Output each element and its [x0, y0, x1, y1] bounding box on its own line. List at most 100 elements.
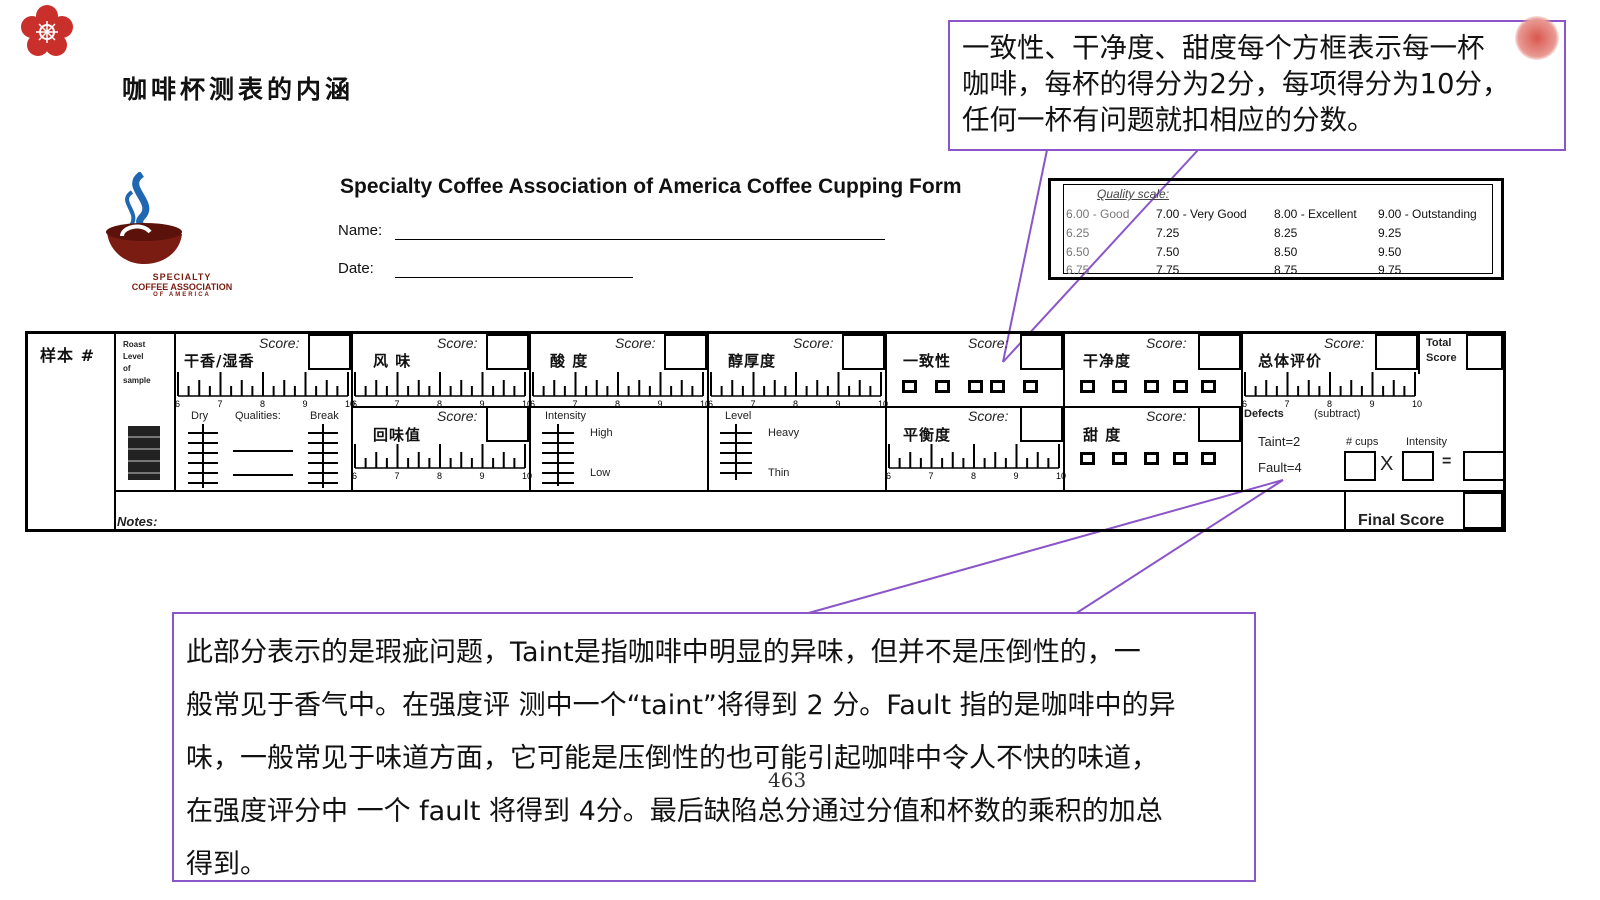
sample-number-label: 样本 #: [40, 346, 95, 365]
sweetness-cup-checkbox[interactable]: [1173, 452, 1188, 465]
sweetness-cup-checkbox[interactable]: [1112, 452, 1127, 465]
scale-tick-label: 6: [708, 399, 713, 409]
total-score-box[interactable]: [1466, 334, 1503, 370]
overall-score-box[interactable]: [1375, 334, 1418, 370]
clean-cup-score-box[interactable]: [1198, 334, 1241, 370]
attr-body-label: 醇厚度: [728, 352, 777, 370]
scale-tick-label: 10: [522, 399, 532, 409]
scale-tick-label: 8: [260, 399, 265, 409]
roast-label-line: of: [123, 364, 131, 373]
quality-value: 8.75: [1274, 263, 1298, 277]
acidity-intensity-label: Intensity: [545, 410, 586, 422]
quality-value: 6.25: [1066, 226, 1090, 240]
logo-line: OF AMERICA: [153, 292, 211, 298]
callout-line: 得到。: [186, 849, 267, 880]
scale-tick-label: 6: [530, 399, 535, 409]
red-dot-decoration: [1515, 16, 1559, 60]
quality-value: 9.50: [1378, 245, 1402, 259]
fragrance-score-box[interactable]: [308, 334, 351, 370]
scale-tick-label: 9: [658, 399, 663, 409]
scale-tick-label: 9: [1014, 471, 1019, 481]
quality-value: 8.00 - Excellent: [1274, 207, 1357, 221]
page-number: 463: [768, 768, 807, 792]
clean-cup-checkbox[interactable]: [1144, 380, 1159, 393]
acidity-score-box[interactable]: [664, 334, 707, 370]
scale-tick-label: 7: [1285, 399, 1290, 409]
score-label: Score:: [793, 335, 834, 351]
score-label: Score:: [259, 335, 300, 351]
quality-value: 9.25: [1378, 226, 1402, 240]
break-label: Break: [310, 410, 339, 422]
sweetness-cup-checkbox[interactable]: [1080, 452, 1095, 465]
uniformity-cup-checkbox[interactable]: [935, 380, 950, 393]
sweetness-cup-checkbox[interactable]: [1144, 452, 1159, 465]
clean-cup-checkbox[interactable]: [1201, 380, 1216, 393]
attr-sweetness-label: 甜 度: [1083, 426, 1122, 444]
scale-tick-label: 7: [751, 399, 756, 409]
attr-uniformity-label: 一致性: [903, 352, 952, 370]
scale-tick-label: 8: [971, 471, 976, 481]
score-label: Score:: [1324, 335, 1365, 351]
attr-flavor-label: 风 味: [373, 352, 412, 370]
dry-intensity-scale: [188, 424, 218, 488]
uniformity-cup-checkbox[interactable]: [1023, 380, 1038, 393]
flavor-score-box[interactable]: [486, 334, 529, 370]
times-sign: X: [1380, 453, 1394, 475]
scaa-logo-text: SPECIALTY COFFEE ASSOCIATION OF AMERICA: [112, 272, 252, 298]
slide-title: 咖啡杯测表的内涵: [122, 75, 355, 104]
defect-intensity-box[interactable]: [1402, 451, 1434, 481]
scale-tick-label: 6: [175, 399, 180, 409]
name-field[interactable]: [395, 239, 885, 240]
score-label: Score:: [1146, 408, 1187, 424]
callout-line: 味，一般常见于味道方面，它可能是压倒性的也可能引起咖啡中令人不快的味道，: [186, 743, 1158, 774]
scale-tick-label: 9: [480, 399, 485, 409]
quality-value: 9.75: [1378, 263, 1402, 277]
scale-tick-label: 10: [700, 399, 710, 409]
sweetness-cup-checkbox[interactable]: [1201, 452, 1216, 465]
qualities-label: Qualities:: [235, 410, 281, 422]
taint-label: Taint=2: [1258, 434, 1301, 449]
clean-cup-checkbox[interactable]: [1112, 380, 1127, 393]
scale-tick-label: 6: [1242, 399, 1247, 409]
intensity-label: Intensity: [1406, 436, 1447, 448]
quality-value: 7.50: [1156, 245, 1180, 259]
body-score-box[interactable]: [842, 334, 885, 370]
break-intensity-scale: [308, 424, 338, 488]
date-field[interactable]: [395, 277, 633, 278]
score-label: Score:: [615, 335, 656, 351]
scale-tick-label: 7: [929, 471, 934, 481]
final-score-box[interactable]: [1463, 492, 1503, 529]
attr-fragrance-label: 干香/湿香: [184, 352, 255, 370]
body-level-label: Level: [725, 410, 752, 422]
clean-cup-checkbox[interactable]: [1080, 380, 1095, 393]
defect-total-box[interactable]: [1463, 451, 1505, 481]
scale-tick-label: 9: [836, 399, 841, 409]
equals-sign: =: [1442, 453, 1452, 470]
form-title: Specialty Coffee Association of America …: [340, 175, 962, 198]
notes-label: Notes:: [117, 514, 158, 529]
uniformity-cup-checkbox[interactable]: [902, 380, 917, 393]
scale-tick-label: 9: [303, 399, 308, 409]
body-heavy-label: Heavy: [768, 427, 800, 439]
uniformity-cup-checkbox[interactable]: [990, 380, 1005, 393]
scale-tick-label: 8: [437, 399, 442, 409]
sweetness-score-box[interactable]: [1198, 406, 1241, 442]
uniformity-cup-checkbox[interactable]: [968, 380, 983, 393]
name-label: Name:: [338, 222, 383, 239]
callout-line: 一致性、干净度、甜度每个方框表示每一杯: [962, 32, 1485, 64]
clean-cup-checkbox[interactable]: [1173, 380, 1188, 393]
balance-score-box[interactable]: [1020, 406, 1063, 442]
score-label: Score:: [437, 408, 478, 424]
scale-tick-label: 8: [615, 399, 620, 409]
score-label: Score:: [1146, 335, 1187, 351]
quality-value: 6.00 - Good: [1066, 207, 1130, 221]
acidity-intensity-scale: [542, 424, 574, 486]
scale-tick-label: 6: [352, 399, 357, 409]
quality-scale-box: Quality scale: 6.00 - Good 6.25 6.50 6.7…: [1048, 178, 1504, 280]
uniformity-score-box[interactable]: [1020, 334, 1063, 370]
attr-balance-label: 平衡度: [903, 426, 952, 444]
aftertaste-score-box[interactable]: [486, 406, 529, 442]
defects-label: Defects: [1244, 408, 1284, 420]
defect-cups-box[interactable]: [1344, 451, 1376, 481]
